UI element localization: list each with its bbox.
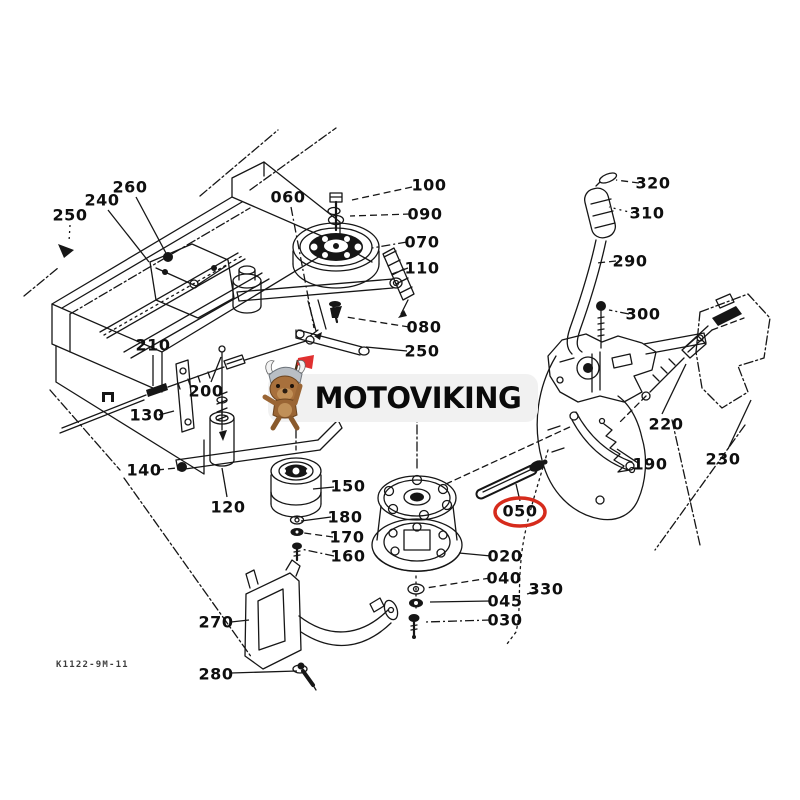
leader-line-200 [210,356,222,383]
leader-line-150 [312,486,335,490]
leader-line-260 [135,196,168,256]
leader-line-190 [616,448,639,464]
leader-line-100 [351,186,413,201]
mount-clip [695,293,771,409]
lift-lever [566,172,618,355]
leader-line-300 [608,309,630,315]
leader-line-060 [290,206,315,329]
leader-line-030 [424,619,492,623]
support-arm [175,419,343,472]
leader-line-320 [615,179,640,184]
leader-line-090 [349,213,411,217]
leader-line-120 [221,467,228,498]
lever-pivot-bracket [547,293,742,403]
top-pulley-assembly [292,192,380,289]
leader-line-070 [371,241,408,249]
deck-mount-bracket [58,243,235,319]
tension-spring [598,417,636,474]
tension-rod [475,459,548,500]
leader-line-130 [158,410,175,416]
leader-lines [68,179,752,674]
leader-line-170 [303,532,334,538]
highlight-ring [493,496,547,528]
leader-line-240 [107,209,150,263]
leader-line-040 [425,577,491,589]
leader-line-310 [608,206,634,214]
leader-line-220 [661,363,687,415]
leader-line-330 [526,590,539,595]
leader-line-110 [391,267,409,275]
leader-line-080 [345,316,410,328]
leader-line-140 [156,467,178,471]
leader-line-020 [458,552,492,557]
link-strap-and-rod [175,345,228,441]
gauge-wheel-bracket [244,559,399,691]
spindle-boss [232,265,262,314]
drawing-code: K1122-9M-11 [56,660,129,670]
leader-line-250 [365,346,408,352]
viking-dog-mascot-icon [262,355,314,431]
leader-line-045 [429,600,492,603]
leader-line-180 [300,516,332,522]
leader-line-280 [230,670,298,674]
spacer-cylinder [209,396,235,467]
belt-wedge [382,247,415,318]
idler-arm [236,277,403,356]
watermark-badge: MOTOVIKING [268,374,538,422]
leader-line-230 [727,399,752,450]
leader-line-160 [300,548,335,557]
leader-line-250 [68,224,71,243]
turnbuckle-rod [617,325,713,425]
large-drive-pulley [371,474,463,639]
leader-line-290 [596,260,617,264]
watermark-text: MOTOVIKING [314,381,522,415]
leader-line-270 [230,619,250,623]
small-idler-pulley [270,457,322,562]
